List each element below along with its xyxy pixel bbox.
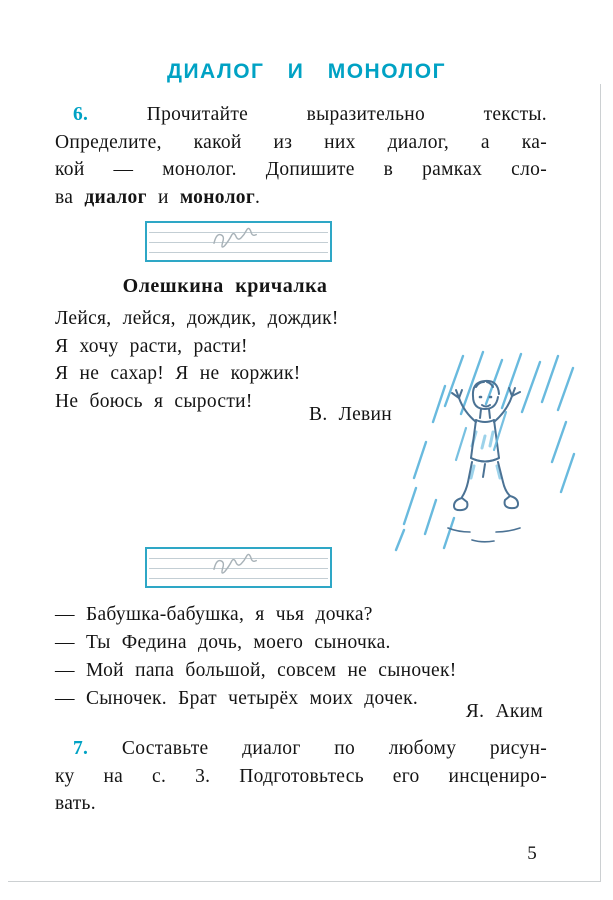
dialog-line: — Сыночек. Брат четырёх моих дочек. [55, 688, 419, 709]
exercise-7: 7. Составьте диалог по любому рисун- ку … [55, 735, 547, 818]
exercise-7-line-3: вать. [55, 793, 96, 814]
dialog-line: — Бабушка-бабушка, я чья дочка? [55, 604, 373, 625]
dialog-line: — Ты Федина дочь, моего сыночка. [55, 632, 391, 653]
ruled-line [149, 232, 328, 233]
exercise-6-line-1: 6. Прочитайте выразительно тексты. [55, 101, 547, 129]
exercise-7-line-2: ку на с. 3. Подготовьтесь его инсцениро- [55, 765, 547, 787]
dialog-author: Я. Аким [465, 701, 543, 722]
poem-line: Не боюсь я сырости! [55, 390, 253, 412]
dialog: — Бабушка-бабушка, я чья дочка? — Ты Фед… [55, 601, 555, 713]
handwriting-sample [213, 553, 257, 574]
dialog-line: — Мой папа большой, совсем не сыночек! [55, 660, 457, 681]
poem: Лейся, лейся, дождик, дождик! Я хочу рас… [55, 305, 425, 415]
exercise-6-line-2: Определите, какой из них диалог, а ка- [55, 131, 547, 153]
exercise-7-text-1: Составьте диалог по любому рисун- [121, 738, 547, 759]
exercise-7-line-1: 7. Составьте диалог по любому рисун- [55, 735, 547, 763]
exercise-6-number: 6. [73, 104, 89, 125]
exercise-6-text-4c: . [255, 186, 261, 208]
boy-in-rain-illustration [394, 350, 576, 552]
ruled-line [149, 578, 328, 579]
exercise-6: 6. Прочитайте выразительно тексты. Опред… [55, 101, 547, 211]
ruled-line [149, 252, 328, 253]
writing-box-1[interactable] [145, 221, 332, 262]
poem-author: В. Левин [309, 404, 392, 425]
ruled-line [149, 558, 328, 559]
page-edge-right [600, 84, 601, 882]
bold-word-dialog: диалог [84, 186, 147, 208]
ruled-line [149, 242, 328, 243]
page-number: 5 [527, 843, 537, 864]
exercise-6-text-4b: и [146, 186, 180, 208]
handwriting-sample [213, 227, 257, 248]
poem-line: Я хочу расти, расти! [55, 335, 248, 357]
poem-title: Олешкина кричалка [122, 275, 328, 297]
ruled-line [149, 568, 328, 569]
exercise-7-number: 7. [73, 738, 89, 759]
exercise-6-text-1: Прочитайте выразительно тексты. [146, 104, 547, 125]
page-edge-bottom [8, 881, 601, 882]
page-title: ДИАЛОГ И МОНОЛОГ [167, 60, 446, 83]
writing-box-2[interactable] [145, 547, 332, 588]
exercise-6-line-3: кой — монолог. Допишите в рамках сло- [55, 159, 547, 180]
poem-line: Я не сахар! Я не коржик! [55, 363, 301, 384]
bold-word-monolog: монолог [179, 186, 256, 208]
exercise-6-line-4: ва диалог и монолог. [55, 184, 547, 212]
poem-line: Лейся, лейся, дождик, дождик! [55, 308, 339, 329]
exercise-6-text-4a: ва [55, 186, 85, 208]
